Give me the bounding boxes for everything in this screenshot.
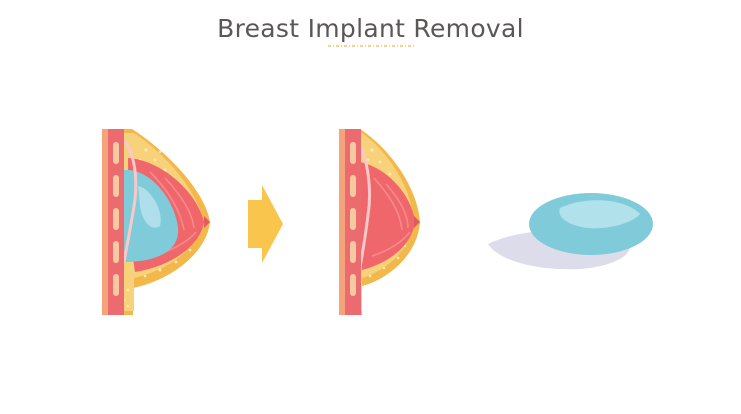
implant-highlight bbox=[559, 200, 640, 229]
right-arrow-icon bbox=[248, 185, 283, 263]
page-title: Breast Implant Removal bbox=[217, 14, 524, 43]
breast-with-implant-illustration bbox=[102, 129, 210, 315]
breast-without-implant-illustration bbox=[339, 129, 420, 315]
removed-implant-illustration bbox=[488, 193, 653, 270]
title-underline-decoration bbox=[328, 45, 414, 47]
